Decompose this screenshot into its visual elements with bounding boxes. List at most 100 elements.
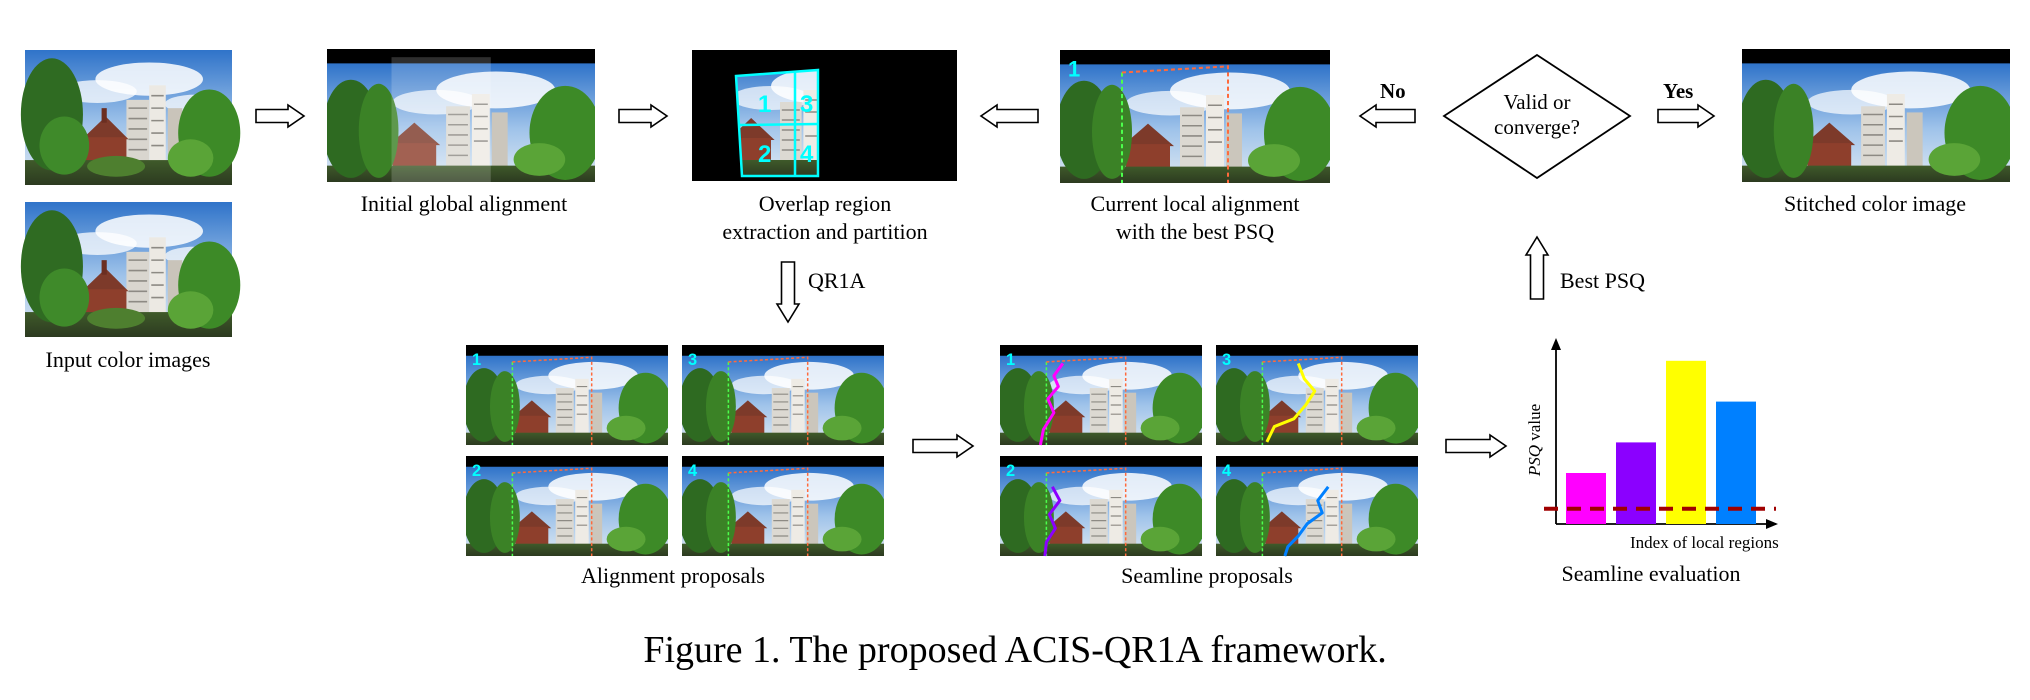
label-best-psq: Best PSQ	[1560, 268, 1645, 293]
overlap-right-boundary	[1262, 467, 1343, 556]
partition-number: 3	[800, 91, 813, 118]
arrow-current-to-overlap	[979, 103, 1039, 129]
region-number: 2	[472, 461, 481, 480]
region-number: 1	[472, 350, 481, 369]
bar-region-1	[1566, 473, 1606, 524]
y-axis-label-italic: PSQ	[1525, 445, 1544, 477]
partition-number: 4	[800, 141, 814, 168]
arrow-no-to-current	[1358, 103, 1416, 129]
photo-content	[682, 355, 885, 445]
photo-content	[1742, 62, 2011, 182]
image-body	[682, 466, 885, 556]
region-number: 1	[1068, 56, 1080, 81]
label-overlap-line2: extraction and partition	[722, 219, 928, 244]
arrow-global-to-overlap	[618, 103, 669, 129]
label-input-images: Input color images	[45, 347, 211, 372]
y-axis-arrowhead	[1551, 338, 1561, 350]
figure-caption: Figure 1. The proposed ACIS-QR1A framewo…	[643, 629, 1387, 671]
bar-region-3	[1666, 360, 1706, 524]
seamline-proposal: 1	[1000, 345, 1203, 446]
label-yes: Yes	[1663, 79, 1693, 103]
image-background	[692, 50, 957, 181]
overlap-right-boundary	[728, 356, 809, 445]
label-overlap-line1: Overlap region	[758, 191, 892, 216]
current-local-alignment-image: 1	[1060, 50, 1330, 183]
alignment-proposal: 4	[682, 456, 885, 556]
image-body	[327, 57, 596, 182]
overlap-right-boundary	[728, 467, 809, 556]
initial-global-alignment-image	[327, 49, 596, 182]
photo-content	[466, 355, 669, 445]
region-number: 3	[1222, 350, 1231, 369]
photo-content	[1216, 355, 1419, 445]
label-stitched-image: Stitched color image	[1783, 191, 1967, 216]
bar-region-4	[1716, 401, 1756, 524]
label-current-line1: Current local alignment	[1090, 191, 1300, 216]
overlap-outline	[734, 68, 820, 178]
arrow-seamline-to-evaluation	[1445, 433, 1508, 459]
label-alignment-proposals: Alignment proposals	[581, 563, 765, 588]
photo-content	[1000, 355, 1203, 445]
decision-diamond	[1442, 53, 1632, 180]
label-initial-global-alignment: Initial global alignment	[360, 191, 568, 216]
arrow-qr1a-down	[775, 261, 801, 324]
seamline	[1038, 362, 1065, 446]
partition-horizontal	[738, 122, 819, 127]
photo-content	[682, 466, 885, 556]
partition-number: 2	[758, 141, 771, 168]
overlap-right-boundary	[512, 356, 593, 445]
overlap-right-boundary	[512, 467, 593, 556]
region-number: 3	[688, 350, 697, 369]
photo-content	[1060, 63, 1330, 183]
label-seamline-proposals: Seamline proposals	[1121, 563, 1293, 588]
x-axis-label: Index of local regions	[1630, 533, 1779, 552]
alignment-proposal: 2	[466, 456, 669, 556]
x-axis-arrowhead	[1766, 519, 1778, 529]
image-body	[1000, 466, 1203, 556]
region-number: 4	[688, 461, 698, 480]
photo-content	[1216, 466, 1419, 556]
input-image-1	[20, 49, 242, 186]
image-body	[1060, 63, 1330, 183]
label-qr1a: QR1A	[808, 268, 866, 293]
label-no: No	[1380, 79, 1406, 103]
arrow-best-psq-up	[1524, 235, 1550, 300]
seamline	[1043, 486, 1062, 557]
label-current-line2: with the best PSQ	[1115, 219, 1275, 244]
decision-text-line2: converge?	[1494, 115, 1580, 139]
image-body	[1000, 355, 1203, 445]
photo-content	[20, 201, 242, 338]
region-number: 2	[1006, 461, 1015, 480]
alignment-proposal: 1	[466, 345, 669, 445]
seamline	[1283, 485, 1330, 557]
image-body	[466, 355, 669, 445]
overlap-region-image: 1 2 3 4	[692, 50, 957, 181]
overlap-tint	[391, 57, 491, 182]
image-body	[682, 355, 885, 445]
overlap-right-boundary	[1121, 65, 1229, 183]
overlap-right-boundary	[1262, 356, 1343, 445]
y-axis-label-rest: value	[1525, 404, 1544, 445]
input-image-2	[20, 201, 242, 338]
y-axis-label: PSQ value	[1525, 404, 1544, 477]
arrow-yes-to-stitched	[1657, 103, 1716, 129]
label-seamline-evaluation: Seamline evaluation	[1561, 561, 1741, 586]
region-number: 1	[1006, 350, 1015, 369]
overlap-right-boundary	[1046, 467, 1127, 556]
region-number: 4	[1222, 461, 1232, 480]
decision-text-line1: Valid or	[1503, 90, 1570, 114]
arrow-alignment-to-seamline	[912, 433, 975, 459]
image-body	[1216, 466, 1419, 556]
overlap-right-boundary	[1046, 356, 1127, 445]
stitched-color-image	[1742, 49, 2011, 182]
photo-content	[20, 49, 242, 186]
image-body	[1742, 62, 2011, 182]
alignment-proposal: 3	[682, 345, 885, 445]
photo-content	[1000, 466, 1203, 556]
image-body	[1216, 355, 1419, 445]
seamline-proposal: 4	[1216, 456, 1419, 557]
photo-content	[466, 466, 669, 556]
partition-number: 1	[758, 91, 771, 118]
image-body	[466, 466, 669, 556]
seamline	[1265, 362, 1317, 443]
